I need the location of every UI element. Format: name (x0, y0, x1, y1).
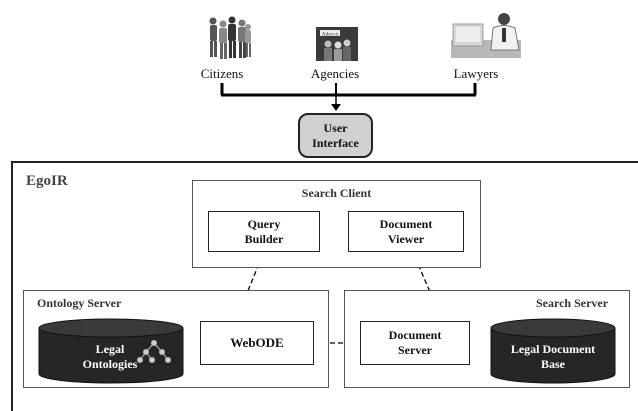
egoir-frame (11, 161, 638, 411)
legal-ontologies-database[interactable] (38, 318, 184, 384)
ontology-graph-icon (137, 340, 171, 363)
legal-ontologies-label: Legal Ontologies (60, 340, 160, 374)
lawyer-icon (451, 13, 521, 58)
legal-document-base-line2: Base (541, 357, 565, 371)
query-builder-line1: Query (247, 216, 281, 231)
svg-text:Adecco: Adecco (322, 31, 339, 37)
webode-box[interactable]: WebODE (200, 321, 314, 365)
legal-ontologies-line2: Ontologies (82, 357, 138, 371)
document-server-line1: Document (388, 328, 442, 342)
query-builder-line2: Builder (244, 231, 284, 246)
crowd-icon (209, 16, 251, 59)
actor-label-agencies: Agencies (310, 66, 360, 81)
arrow-to-ui-head (331, 104, 341, 111)
document-viewer-box[interactable]: Document Viewer (348, 211, 464, 252)
document-viewer-line1: Document (379, 216, 433, 231)
search-server-title: Search Server (536, 296, 609, 310)
search-client-title: Search Client (301, 186, 372, 200)
actor-label-lawyers: Lawyers (453, 66, 499, 81)
legal-document-base-label: Legal Document Base (492, 340, 614, 374)
actor-label-citizens: Citizens (200, 66, 244, 81)
legal-document-base-line1: Legal Document (510, 342, 596, 356)
egoir-title: EgoIR (26, 173, 68, 189)
document-server-line2: Server (398, 343, 432, 357)
query-builder-box[interactable]: Query Builder (208, 211, 320, 252)
agency-icon: Adecco (316, 27, 358, 61)
legal-ontologies-line1: Legal (95, 342, 125, 356)
document-server-box[interactable]: Document Server (360, 321, 470, 365)
user-interface-line2: Interface (312, 135, 359, 150)
legal-document-base-database[interactable] (490, 318, 616, 384)
user-interface-box[interactable]: User Interface (298, 113, 373, 158)
user-interface-line1: User (323, 120, 348, 135)
ontology-server-title: Ontology Server (37, 296, 122, 310)
document-viewer-line2: Viewer (387, 231, 425, 246)
